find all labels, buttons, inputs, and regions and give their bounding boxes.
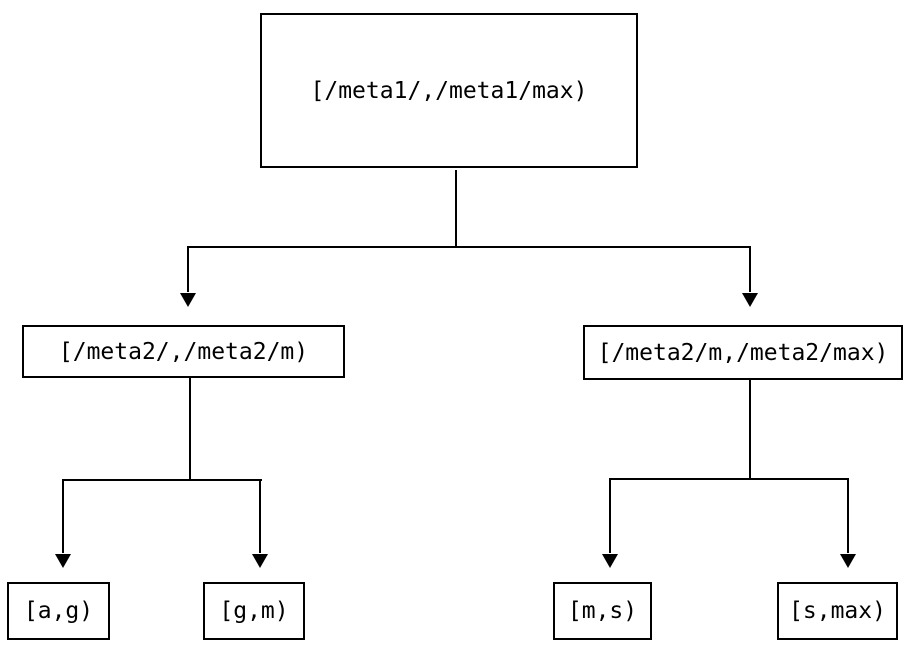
arrowhead-down-icon <box>840 554 856 568</box>
tree-leaf-ag: [a,g) <box>7 582 110 640</box>
edge-left-branch <box>62 479 262 481</box>
tree-leaf-gm-label: [g,m) <box>219 598 289 624</box>
arrowhead-down-icon <box>742 293 758 307</box>
edge-right-drop-ms <box>609 480 611 553</box>
arrowhead-down-icon <box>55 554 71 568</box>
arrowhead-down-icon <box>252 554 268 568</box>
tree-leaf-gm: [g,m) <box>203 582 305 640</box>
edge-root-trunk <box>455 170 457 246</box>
edge-left-drop-ag <box>62 481 64 553</box>
tree-leaf-ms-label: [m,s) <box>567 598 638 624</box>
tree-node-meta2-right-label: [/meta2/m,/meta2/max) <box>597 339 889 366</box>
edge-left-drop-gm <box>259 481 261 553</box>
arrowhead-down-icon <box>180 293 196 307</box>
tree-leaf-smax: [s,max) <box>777 582 898 640</box>
edge-left-trunk <box>189 377 191 480</box>
tree-node-root: [/meta1/,/meta1/max) <box>260 13 638 168</box>
edge-right-drop-smax <box>847 480 849 553</box>
edge-right-branch <box>609 478 849 480</box>
tree-node-meta2-right: [/meta2/m,/meta2/max) <box>583 325 903 380</box>
tree-node-meta2-left: [/meta2/,/meta2/m) <box>22 325 345 378</box>
tree-leaf-ag-label: [a,g) <box>23 598 94 624</box>
tree-node-root-label: [/meta1/,/meta1/max) <box>310 77 588 104</box>
edge-root-branch <box>187 246 751 248</box>
edge-root-right-drop <box>749 248 751 292</box>
edge-right-trunk <box>749 380 751 479</box>
tree-leaf-ms: [m,s) <box>553 582 652 640</box>
edge-root-left-drop <box>187 248 189 292</box>
tree-leaf-smax-label: [s,max) <box>789 598 886 624</box>
tree-node-meta2-left-label: [/meta2/,/meta2/m) <box>58 338 309 365</box>
arrowhead-down-icon <box>602 554 618 568</box>
